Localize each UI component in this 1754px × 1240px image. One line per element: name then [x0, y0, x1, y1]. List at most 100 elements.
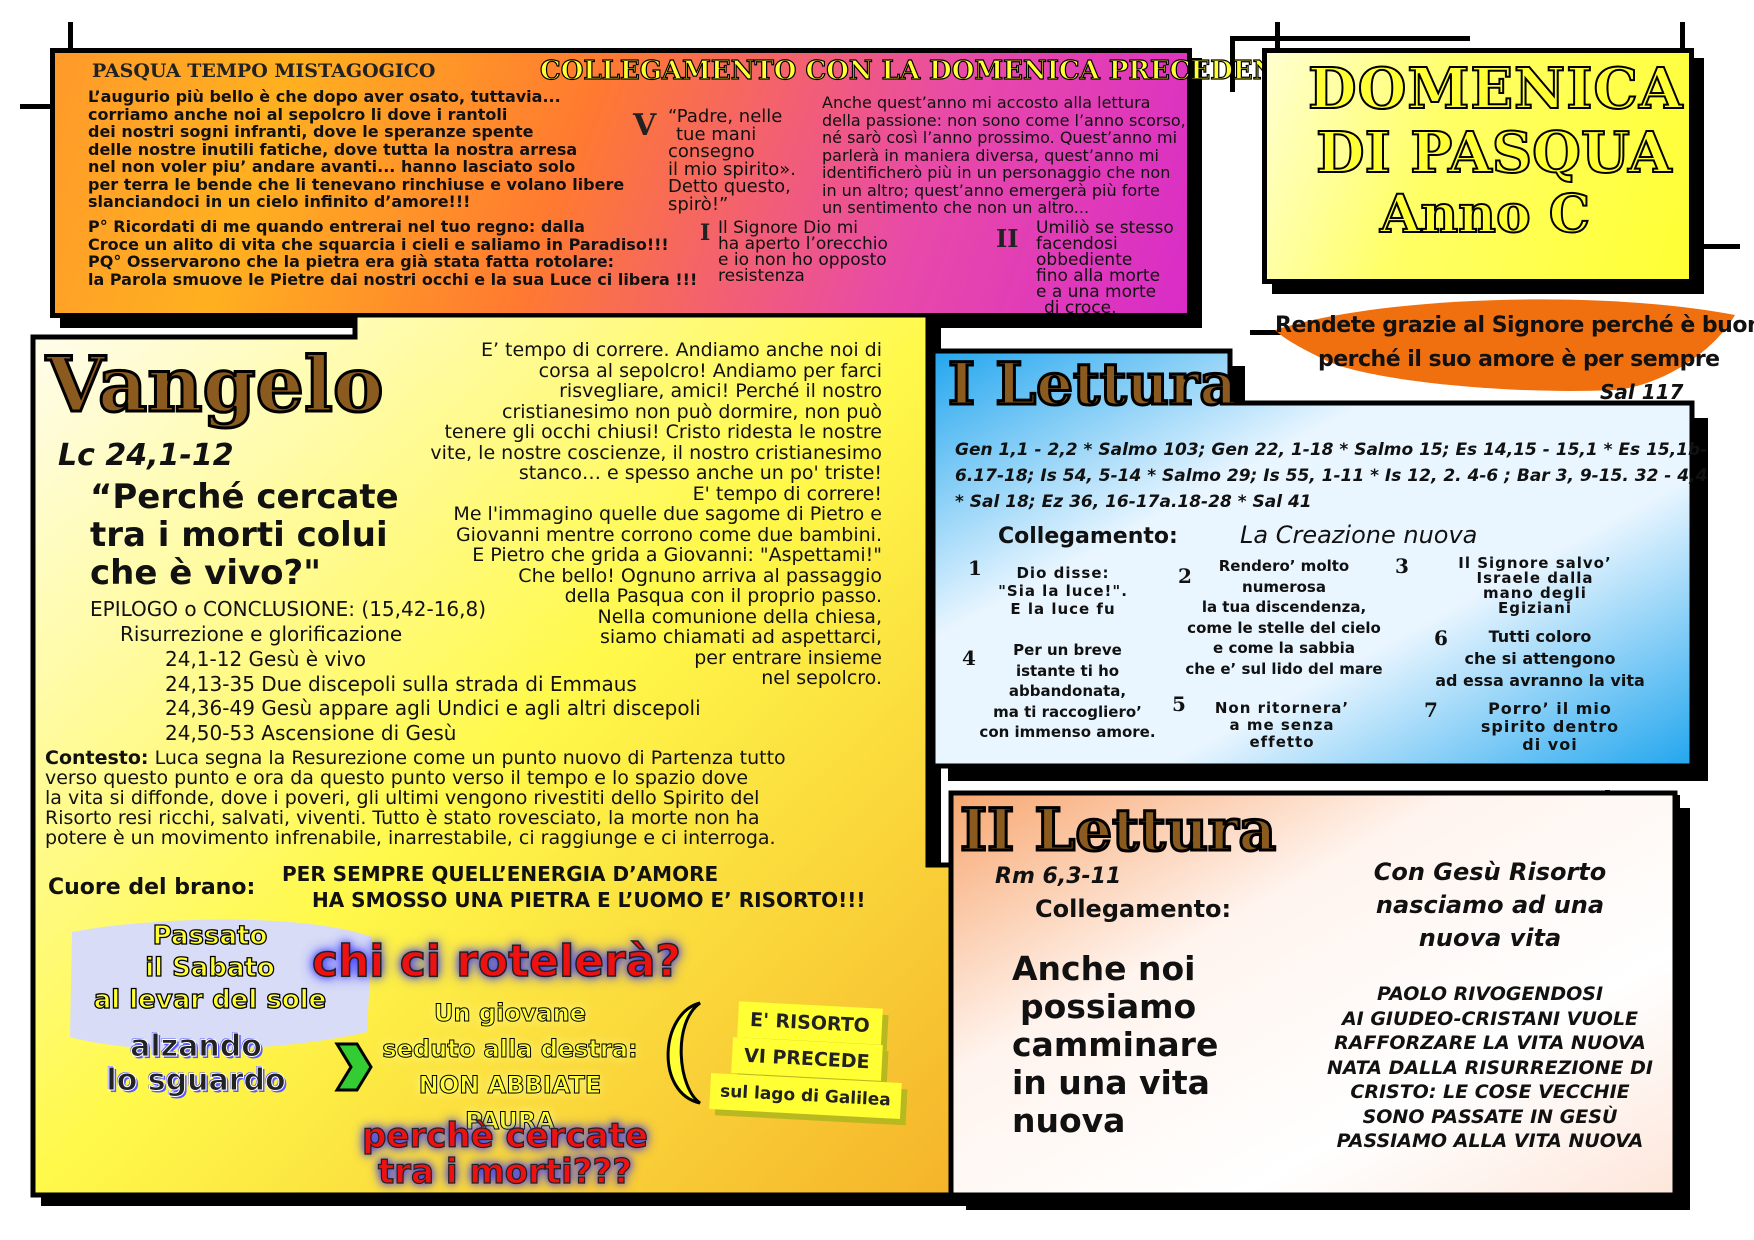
text-line: risvegliare, amici! Perché il nostro: [559, 380, 882, 402]
text-line: Anche noi: [1012, 949, 1196, 988]
text-line: Israele dalla: [1476, 569, 1594, 587]
text-line: Gen 1,1 - 2,2 * Salmo 103; Gen 22, 1-18 …: [955, 440, 1708, 460]
text-line: e a una morte: [1036, 282, 1157, 302]
text-line: vite, le nostre coscienze, il nostro cri…: [430, 441, 882, 464]
text-line: ad essa avranno la vita: [1435, 671, 1645, 690]
vangelo-title: Vangelo: [45, 339, 386, 431]
i-text: Il Signore Dio mi ha aperto l’orecchio e…: [718, 218, 888, 285]
text-line: mano degli: [1483, 584, 1587, 602]
text-line: Risorto resi ricchi, salvati, viventi. T…: [45, 807, 760, 829]
text-line: sul lago di Galilea: [709, 1073, 902, 1119]
text-line: un sentimento che non un altro...: [822, 198, 1090, 217]
text-line: delle nostre inutili fatiche, dove tutta…: [88, 139, 578, 159]
text-line: potere è un movimento infrenabile, inarr…: [45, 827, 776, 849]
text-line: PAOLO RIVOGENDOSI: [1376, 983, 1604, 1005]
text-line: spirito dentro: [1480, 717, 1620, 736]
passato-bg: [70, 919, 372, 1050]
text-line: istante ti ho: [1015, 661, 1120, 680]
text-line: P° Ricordati di me quando entrerai nel t…: [88, 217, 585, 236]
text-line: Che bello! Ognuno arriva al passaggio: [518, 564, 882, 587]
text-line: RAFFORZARE LA VITA NUOVA: [1334, 1032, 1646, 1054]
passato-text: Passato il Sabato al levar del sole: [60, 920, 360, 1016]
text-line: CRISTO: LE COSE VECCHIE: [1350, 1081, 1630, 1103]
text-line: "Sia la luce!".: [998, 582, 1128, 600]
top-panel: [50, 48, 1192, 318]
ii-text: Umiliò se stesso facendosi obbediente fi…: [1036, 218, 1174, 318]
lettura2-collegamento-label: Collegamento:: [1035, 895, 1232, 923]
point-5: Non ritornera’ a me senza effetto: [1192, 700, 1372, 751]
v-letter: V: [633, 108, 657, 143]
text-line: Un giovane: [433, 999, 587, 1028]
text-line: nuova vita: [1418, 924, 1562, 952]
cuore-line-1: PER SEMPRE QUELL’ENERGIA D’AMORE: [282, 862, 719, 886]
text-line: NON ABBIATE PAURA: [418, 1071, 602, 1136]
text-line: Passato: [152, 920, 268, 951]
psalm-swoosh: [1275, 299, 1735, 391]
text-line: corsa al sepolcro! Andiamo per farci: [538, 359, 882, 382]
point-4: Per un breve istante ti ho abbandonata, …: [960, 640, 1175, 743]
text-line: la vita si diffonde, dove i poveri, gli …: [45, 787, 760, 809]
link-title: COLLEGAMENTO CON LA DOMENICA PRECEDENTE: [539, 55, 1316, 86]
text-line: il mio spirito».: [668, 158, 797, 180]
text-line: nuova: [1012, 1101, 1126, 1140]
risorto-text: E' RISORTO VI PRECEDE sul lago di Galile…: [709, 1001, 902, 1119]
text-line: della passione: non sono come l’anno sco…: [822, 110, 1186, 130]
text-line: E la luce fu: [1010, 600, 1116, 618]
text-line: L’augurio più bello è che dopo aver osat…: [88, 87, 561, 106]
text-line: Anche quest’anno mi accosto alla lettura: [822, 93, 1151, 112]
text-line: della Pasqua con il proprio passo.: [564, 585, 882, 607]
cuore-line-2: HA SMOSSO UNA PIETRA E L’UOMO E’ RISORTO…: [312, 888, 866, 912]
text-line: dei nostri sogni infranti, dove le spera…: [88, 122, 534, 141]
vangelo-right-text: E’ tempo di correre. Andiamo anche noi d…: [400, 340, 882, 689]
text-line: Il Signore Dio mi: [718, 218, 859, 238]
text-line: Rendero’ molto: [1218, 557, 1350, 575]
epilogo: EPILOGO o CONCLUSIONE: (15,42-16,8): [90, 597, 487, 621]
text-line: la tua discendenza,: [1201, 598, 1367, 616]
text-line: in un altro; quest’anno emergerà più for…: [822, 180, 1160, 200]
point-3: Il Signore salvo’ Israele dalla mano deg…: [1410, 556, 1660, 616]
text-line: facendosi: [1036, 234, 1118, 254]
contesto-label: Contesto:: [45, 747, 149, 769]
text-line: per terra le bende che li tenevano rinch…: [88, 174, 625, 194]
text-line: AI GIUDEO-CRISTANI VUOLE: [1341, 1007, 1639, 1030]
text-line: verso questo punto e ora da questo punto…: [45, 767, 749, 789]
text-line: perchè cercate: [361, 1116, 648, 1156]
point-2: Rendero’ molto numerosa la tua discenden…: [1164, 556, 1404, 679]
vangelo-quote: “Perché cercate tra i morti colui che è …: [90, 478, 399, 592]
psalm-ref: Sal 117: [1600, 380, 1684, 404]
deco-line: [1230, 36, 1470, 41]
point-number: 1: [968, 556, 982, 580]
i-letter: I: [700, 220, 711, 246]
text-line: Nella comunione della chiesa,: [597, 605, 882, 628]
text-line: di croce.: [1044, 298, 1117, 318]
text-line: Luca segna la Resurezione come un punto …: [148, 747, 786, 769]
moon-icon: [666, 1001, 701, 1105]
point-number: 4: [962, 646, 976, 670]
v-quote: “Padre, nelle tue mani consegno il mio s…: [668, 108, 796, 213]
text-line: * Sal 18; Ez 36, 16-17a.18-28 * Sal 41: [955, 492, 1312, 512]
title-box: [1262, 48, 1694, 284]
text-line: Egiziani: [1498, 599, 1572, 617]
text-line: Giovanni mentre corrono come due bambini…: [455, 523, 882, 546]
text-line: siamo chiamati ad aspettarci,: [599, 626, 882, 648]
point-number: 7: [1424, 698, 1438, 722]
text-line: Dio disse:: [1016, 564, 1110, 582]
text-line: parlerà in maniera diversa, quest’anno m…: [822, 145, 1159, 165]
text-line: SONO PASSATE IN GESÙ: [1362, 1105, 1618, 1128]
lettura2-frame: [948, 790, 1690, 1210]
text-line: Croce un alito di vita che squarcia i ci…: [88, 234, 669, 254]
text-line: Il Signore salvo’: [1458, 554, 1612, 572]
point-number: 3: [1395, 554, 1409, 578]
lettura2-ref: Rm 6,3-11: [995, 864, 1122, 889]
text-line: NATA DALLA RISURREZIONE DI: [1327, 1056, 1653, 1079]
risurrezione: Risurrezione e glorificazione: [120, 622, 403, 646]
text-line: che si attengono: [1464, 649, 1616, 668]
text-line: Umiliò se stesso: [1036, 218, 1174, 238]
lettura2-right-bottom: PAOLO RIVOGENDOSI AI GIUDEO-CRISTANI VUO…: [1310, 982, 1670, 1154]
cuore-label: Cuore del brano:: [48, 875, 256, 900]
lettura1-title: I Lettura: [947, 349, 1239, 420]
title-line-3: Anno C: [1379, 183, 1591, 246]
point-1: Dio disse: "Sia la luce!". E la luce fu: [978, 564, 1148, 618]
p-text: P° Ricordati di me quando entrerai nel t…: [88, 218, 697, 288]
text-line: PASSIAMO ALLA VITA NUOVA: [1336, 1130, 1644, 1152]
